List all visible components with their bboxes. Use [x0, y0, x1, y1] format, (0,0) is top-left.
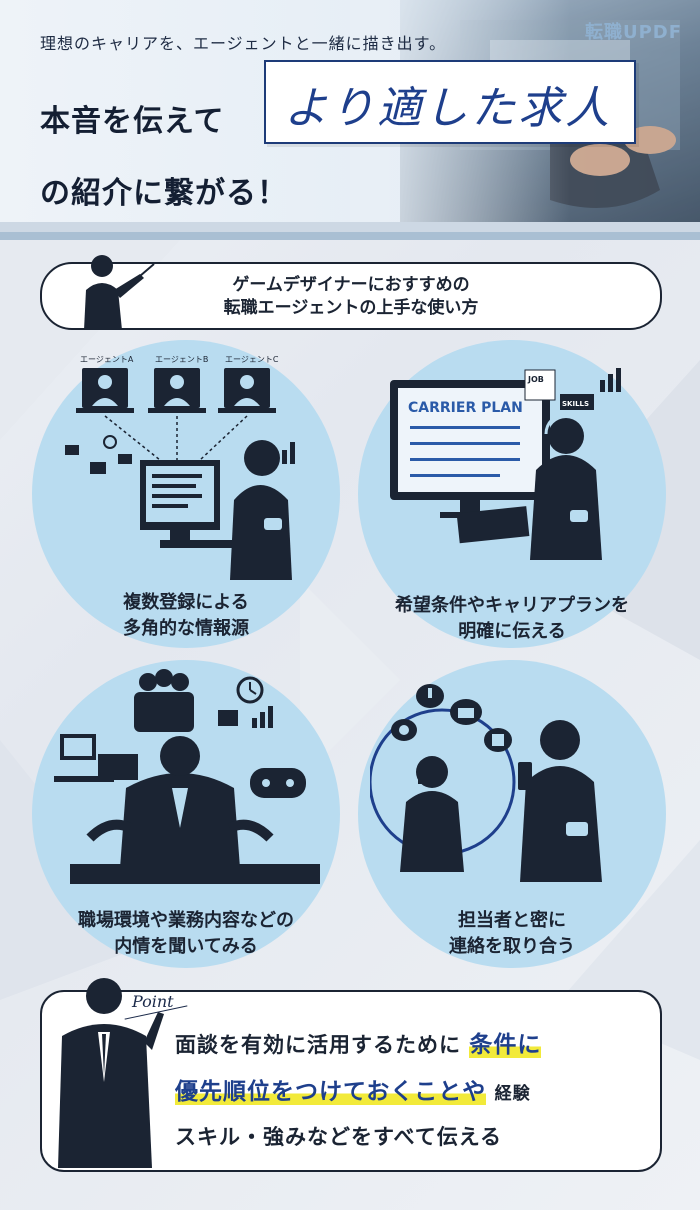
point-highlight1: 条件に: [469, 1032, 542, 1058]
point-line2-text: 経験: [494, 1084, 531, 1104]
tip2-line2: 明確に伝える: [458, 621, 566, 642]
tagline: 理想のキャリアを、エージェントと一緒に描き出す。: [40, 34, 447, 53]
headline-part1: 本音を伝えて: [40, 104, 225, 139]
point-line2: 優先順位をつけておくことや 経験: [175, 1072, 531, 1106]
tip1-line2: 多角的な情報源: [123, 618, 249, 639]
tip4-line2: 連絡を取り合う: [449, 936, 575, 957]
job-label: JOB: [527, 375, 544, 384]
headline-emphasis: より適した求人: [284, 83, 613, 134]
header-band-dark: [0, 232, 700, 240]
presenter-figure-icon: [84, 255, 155, 330]
tip3-line2: 内情を聞いてみる: [114, 936, 258, 957]
career-plan-illustration: CARRIER PLAN JOB SKILLS: [390, 368, 621, 560]
tip-caption-workplace: 職場環境や業務内容などの 内情を聞いてみる: [26, 908, 346, 960]
headline-part2: の紹介に繋がる！: [40, 176, 288, 211]
agent-c-label: エージェントC: [225, 355, 279, 364]
subheading-line1: ゲームデザイナーにおすすめの: [232, 275, 470, 295]
subheading-line2: 転職エージェントの上手な使い方: [223, 298, 479, 318]
header-band: [0, 222, 700, 232]
tip1-line1: 複数登録による: [123, 592, 249, 613]
tip-caption-career-plan: 希望条件やキャリアプランを 明確に伝える: [352, 593, 672, 645]
phone-contact-illustration: [370, 684, 602, 882]
point-line1-text: 面談を有効に活用するために: [175, 1033, 461, 1057]
tip-caption-multiple-registration: 複数登録による 多角的な情報源: [26, 590, 346, 642]
skills-label: SKILLS: [562, 400, 589, 408]
headline-emphasis-box: より適した求人: [264, 60, 636, 144]
tip2-line1: 希望条件やキャリアプランを: [395, 595, 629, 616]
point-line1: 面談を有効に活用するために 条件に: [175, 1025, 542, 1059]
career-plan-label: CARRIER PLAN: [408, 400, 523, 416]
point-line3: スキル・強みなどをすべて伝える: [175, 1125, 503, 1149]
tip3-line1: 職場環境や業務内容などの: [78, 910, 294, 931]
agent-a-label: エージェントA: [80, 355, 134, 364]
subheading-text: ゲームデザイナーにおすすめの 転職エージェントの上手な使い方: [42, 274, 660, 320]
brand-logo: 転職UPDF: [584, 22, 682, 43]
tip-caption-contact: 担当者と密に 連絡を取り合う: [352, 908, 672, 960]
multiple-agents-illustration: エージェントA エージェントB エージェントC: [65, 355, 295, 580]
workplace-interview-illustration: [54, 669, 320, 884]
businessman-figure-icon: [58, 978, 164, 1168]
agent-b-label: エージェントB: [155, 355, 208, 364]
tip4-line1: 担当者と密に: [458, 910, 566, 931]
point-label: Point: [132, 992, 174, 1011]
point-highlight2: 優先順位をつけておくことや: [175, 1079, 487, 1105]
